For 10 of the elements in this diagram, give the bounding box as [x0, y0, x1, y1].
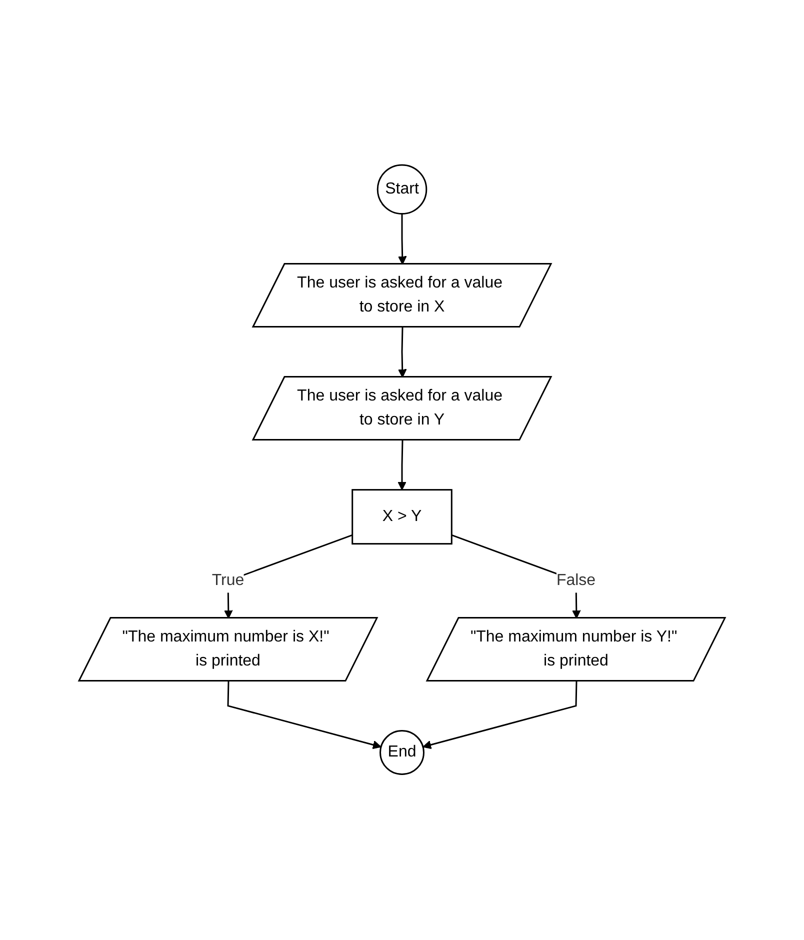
arrow [398, 214, 407, 266]
arrow [422, 682, 578, 750]
arrow [398, 328, 407, 378]
edge-label: True [212, 572, 244, 590]
edge-label: False [556, 572, 596, 590]
node-circle: End [380, 730, 424, 776]
arrow [398, 440, 406, 491]
arrow [227, 682, 382, 750]
node-circle: Start [376, 164, 428, 215]
node-box: X > Y [352, 489, 452, 545]
